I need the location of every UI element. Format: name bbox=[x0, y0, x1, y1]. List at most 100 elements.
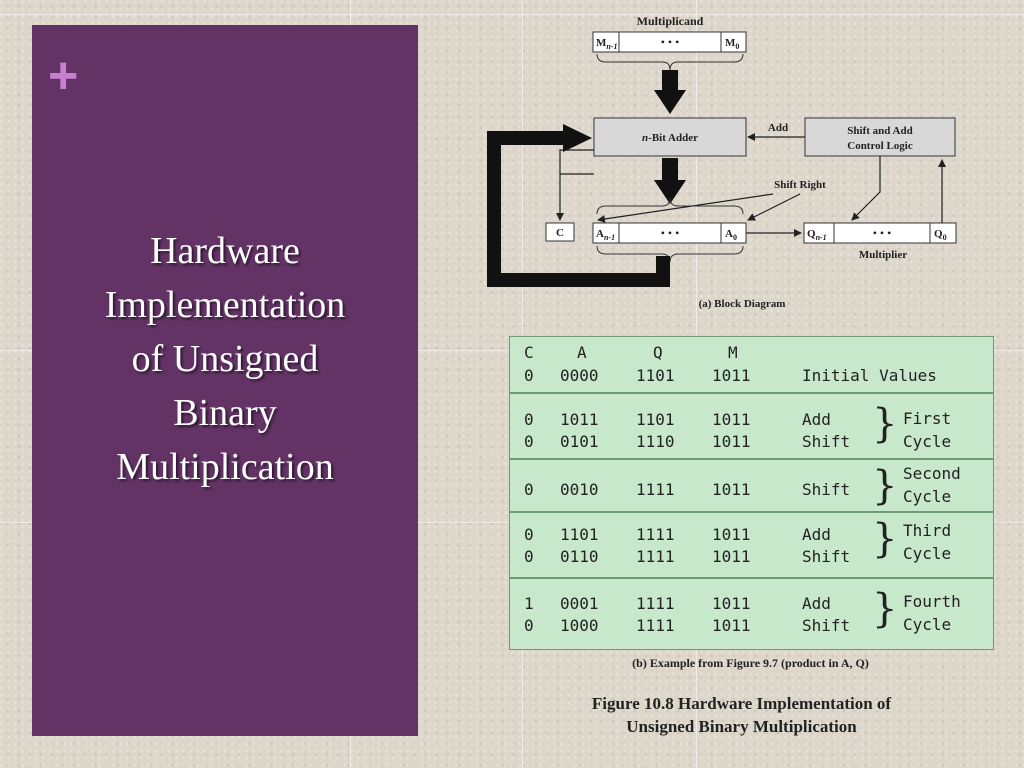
brace-icon: } bbox=[872, 463, 898, 509]
multiplicand-register bbox=[592, 31, 747, 53]
title-line: of Unsigned bbox=[131, 338, 319, 380]
title-line: Hardware bbox=[150, 230, 300, 272]
cycle-group: 0 0010 1111 1011 Shift } Second Cycle bbox=[510, 458, 993, 513]
cell-q: 1111 bbox=[636, 547, 675, 566]
cell-a: 0010 bbox=[560, 480, 599, 499]
control-line1: Shift and Add bbox=[847, 125, 912, 137]
brace-icon: } bbox=[872, 516, 898, 562]
q-register bbox=[803, 222, 957, 244]
cycle-label-1: Fourth bbox=[903, 592, 961, 611]
cell-c: 0 bbox=[524, 547, 534, 566]
cycle-label-1: First bbox=[903, 409, 952, 428]
cell-q: 1101 bbox=[636, 366, 675, 385]
adder-n: n bbox=[642, 132, 648, 144]
cell-m: 1011 bbox=[712, 366, 751, 385]
cell-op: Add bbox=[802, 525, 831, 544]
cell-a: 0110 bbox=[560, 547, 599, 566]
brace-icon: } bbox=[872, 401, 898, 447]
control-logic-box bbox=[804, 117, 956, 157]
q-high-cell: Q bbox=[807, 228, 816, 240]
cycle-group: 1 0001 1111 1011 Add 0 1000 1111 1011 Sh… bbox=[510, 577, 993, 651]
header-q: Q bbox=[653, 343, 663, 362]
figure-caption: Figure 10.8 Hardware Implementation of U… bbox=[509, 692, 974, 738]
title-panel bbox=[32, 25, 418, 736]
cell-m: 1011 bbox=[712, 432, 751, 451]
caption-a: (a) Block Diagram bbox=[699, 298, 786, 310]
cell-op: Initial Values bbox=[802, 366, 937, 385]
arrow-down bbox=[654, 158, 686, 204]
plus-icon: + bbox=[48, 47, 79, 105]
cell-m: 1011 bbox=[712, 547, 751, 566]
cell-a: 0000 bbox=[560, 366, 599, 385]
cell-q: 1111 bbox=[636, 594, 675, 613]
header-c: C bbox=[524, 343, 534, 362]
q-high-sub: n-1 bbox=[816, 233, 827, 242]
cycle-group: 0 1011 1101 1011 Add 0 0101 1110 1011 Sh… bbox=[510, 392, 993, 460]
cycle-label-2: Cycle bbox=[903, 615, 952, 634]
cell-a: 1011 bbox=[560, 410, 599, 429]
title-line: Implementation bbox=[104, 284, 346, 326]
block-diagram: Multiplicand Mn-1 • • • M0 n-Bit Adder S… bbox=[487, 14, 957, 310]
svg-text:A0: A0 bbox=[725, 228, 737, 242]
cell-q: 1101 bbox=[636, 410, 675, 429]
svg-text:Q0: Q0 bbox=[934, 228, 947, 242]
slide-title: Hardware Implementation of Unsigned Bina… bbox=[40, 224, 410, 494]
feedback-path bbox=[487, 131, 670, 287]
cell-c: 1 bbox=[524, 594, 534, 613]
svg-text:Qn-1: Qn-1 bbox=[807, 228, 827, 242]
q-dots: • • • bbox=[873, 226, 892, 240]
initial-group: C A Q M 0 0000 1101 1011 Initial Values bbox=[510, 337, 993, 392]
add-label: Add bbox=[768, 122, 788, 134]
a-high-cell: A bbox=[596, 228, 604, 240]
cell-op: Shift bbox=[802, 432, 851, 451]
svg-text:n-Bit Adder: n-Bit Adder bbox=[642, 132, 698, 144]
m-dots: • • • bbox=[661, 35, 680, 49]
arrow-down bbox=[654, 70, 686, 114]
m-high-cell: M bbox=[596, 37, 607, 49]
cell-op: Add bbox=[802, 594, 831, 613]
cycle-label-1: Third bbox=[903, 521, 952, 540]
arrow-right bbox=[563, 124, 592, 152]
grid-line bbox=[0, 14, 1024, 15]
cell-a: 0001 bbox=[560, 594, 599, 613]
adder-label: -Bit Adder bbox=[648, 132, 698, 144]
c-label: C bbox=[556, 227, 564, 239]
a-dots: • • • bbox=[661, 226, 680, 240]
cycle-label-1: Second bbox=[903, 464, 961, 483]
m-high-sub: n-1 bbox=[606, 42, 617, 51]
cell-a: 1101 bbox=[560, 525, 599, 544]
cell-c: 0 bbox=[524, 616, 534, 635]
example-table: C A Q M 0 0000 1101 1011 Initial Values … bbox=[509, 336, 994, 650]
header-a: A bbox=[577, 343, 587, 362]
cell-c: 0 bbox=[524, 480, 534, 499]
title-line: Multiplication bbox=[116, 446, 334, 488]
cycle-label-2: Cycle bbox=[903, 487, 952, 506]
cycle-label-2: Cycle bbox=[903, 544, 952, 563]
q-low-sub: 0 bbox=[943, 233, 947, 242]
m-low-sub: 0 bbox=[735, 42, 739, 51]
cell-m: 1011 bbox=[712, 410, 751, 429]
cell-c: 0 bbox=[524, 525, 534, 544]
cycle-group: 0 1101 1111 1011 Add 0 0110 1111 1011 Sh… bbox=[510, 511, 993, 579]
cell-op: Shift bbox=[802, 480, 851, 499]
cell-op: Shift bbox=[802, 616, 851, 635]
cell-q: 1110 bbox=[636, 432, 675, 451]
cycle-label-2: Cycle bbox=[903, 432, 952, 451]
cell-op: Shift bbox=[802, 547, 851, 566]
multiplier-label: Multiplier bbox=[859, 249, 907, 261]
brace-icon: } bbox=[872, 586, 898, 632]
figure-caption-line: Unsigned Binary Multiplication bbox=[626, 717, 857, 736]
svg-text:An-1: An-1 bbox=[596, 228, 615, 242]
cell-op: Add bbox=[802, 410, 831, 429]
header-m: M bbox=[728, 343, 738, 362]
svg-text:Mn-1: Mn-1 bbox=[596, 37, 618, 51]
cell-a: 0101 bbox=[560, 432, 599, 451]
cell-q: 1111 bbox=[636, 616, 675, 635]
figure-caption-line: Figure 10.8 Hardware Implementation of bbox=[591, 694, 892, 713]
a-high-sub: n-1 bbox=[604, 233, 615, 242]
adder-box bbox=[593, 117, 747, 157]
cell-c: 0 bbox=[524, 410, 534, 429]
cell-m: 1011 bbox=[712, 480, 751, 499]
cell-q: 1111 bbox=[636, 480, 675, 499]
cell-c: 0 bbox=[524, 366, 534, 385]
